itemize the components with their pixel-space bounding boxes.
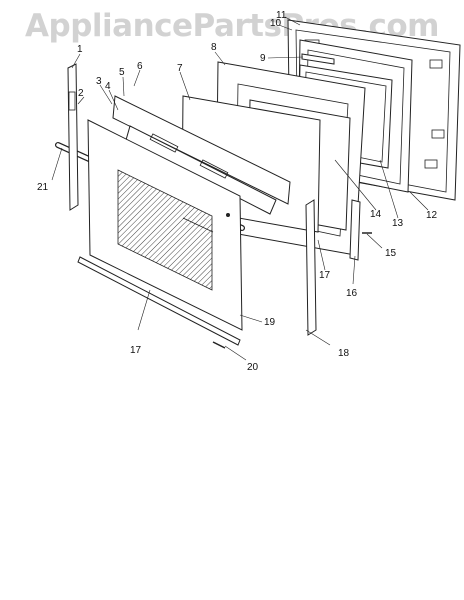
callout-21: 21	[37, 182, 49, 193]
callout-9: 9	[260, 53, 266, 64]
callout-6: 6	[137, 61, 143, 72]
part-1-left-hinge	[67, 63, 79, 211]
callout-20: 20	[247, 362, 259, 373]
part-19-outer-door-panel	[87, 119, 243, 331]
part-18-door-hinge	[305, 199, 331, 346]
callout-4: 4	[105, 81, 111, 92]
part-20-screw	[212, 341, 226, 349]
callout-15: 15	[385, 248, 397, 259]
leader-lines	[51, 16, 429, 361]
part-6-door-trim	[112, 95, 291, 215]
callout-10: 10	[270, 18, 282, 29]
callout-1: 1	[77, 44, 83, 55]
callout-3: 3	[96, 76, 102, 87]
callout-2: 2	[78, 88, 84, 99]
part-16-side-bracket	[349, 199, 361, 261]
callout-7: 7	[177, 63, 183, 74]
callout-8: 8	[211, 42, 217, 53]
callout-17-right: 17	[319, 270, 331, 281]
part-17-vent-trim	[77, 256, 241, 346]
callout-19: 19	[264, 317, 276, 328]
callout-18: 18	[338, 348, 350, 359]
part-9-clip	[301, 53, 335, 65]
callout-11: 11	[276, 10, 287, 21]
callout-5: 5	[119, 67, 125, 78]
callout-13: 13	[392, 218, 404, 229]
callout-16: 16	[346, 288, 358, 299]
callout-12: 12	[426, 210, 438, 221]
callout-14: 14	[370, 209, 382, 220]
callout-labels: 1 2 3 4 5 6 7 8 9 10 11 12 13 14 15 16 1…	[37, 10, 438, 373]
callout-17-bottom: 17	[130, 345, 142, 356]
